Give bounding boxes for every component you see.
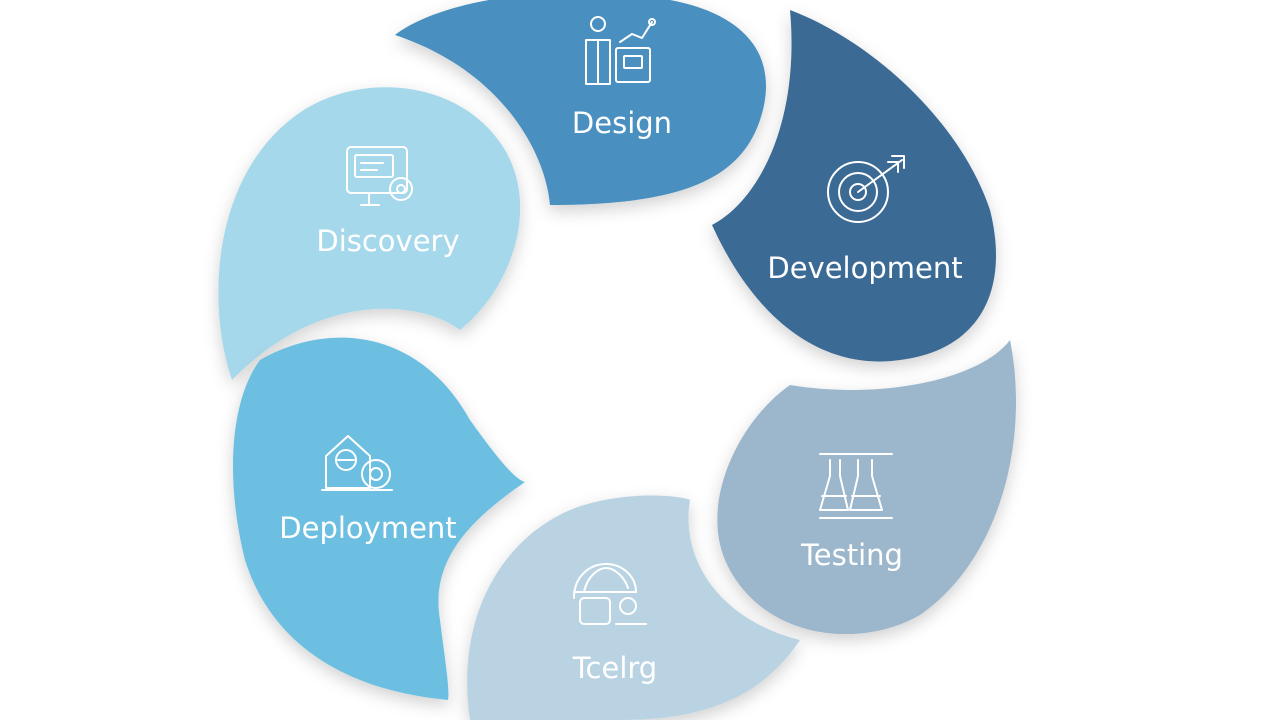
segment-discovery[interactable]: Discovery — [218, 87, 521, 380]
segment-deployment-label: Deployment — [279, 511, 456, 545]
segment-development-label: Development — [767, 251, 962, 285]
segment-development[interactable]: Development — [712, 10, 996, 362]
segment-discovery-label: Discovery — [316, 224, 459, 258]
segment-teting-label: Tcelrg — [572, 651, 657, 685]
segment-teting-shape — [467, 495, 800, 720]
monitor-gear-icon — [346, 146, 413, 206]
house-gear-icon — [321, 435, 393, 491]
segment-design-label: Design — [572, 106, 672, 140]
segment-discovery-shape — [218, 87, 521, 380]
segment-design[interactable]: Design — [395, 0, 766, 205]
target-icon — [827, 155, 905, 223]
segment-deployment[interactable]: Deployment — [233, 337, 525, 700]
segment-testing[interactable]: Testing — [717, 340, 1016, 635]
lab-flask-icon — [819, 453, 893, 519]
analyst-chart-icon — [585, 16, 656, 85]
globe-tools-icon — [573, 563, 647, 625]
segment-testing-label: Testing — [800, 538, 903, 572]
segment-testing-shape — [717, 340, 1016, 635]
segment-teting[interactable]: Tcelrg — [467, 495, 800, 720]
segment-design-shape — [395, 0, 766, 205]
segment-deployment-shape — [233, 337, 525, 700]
